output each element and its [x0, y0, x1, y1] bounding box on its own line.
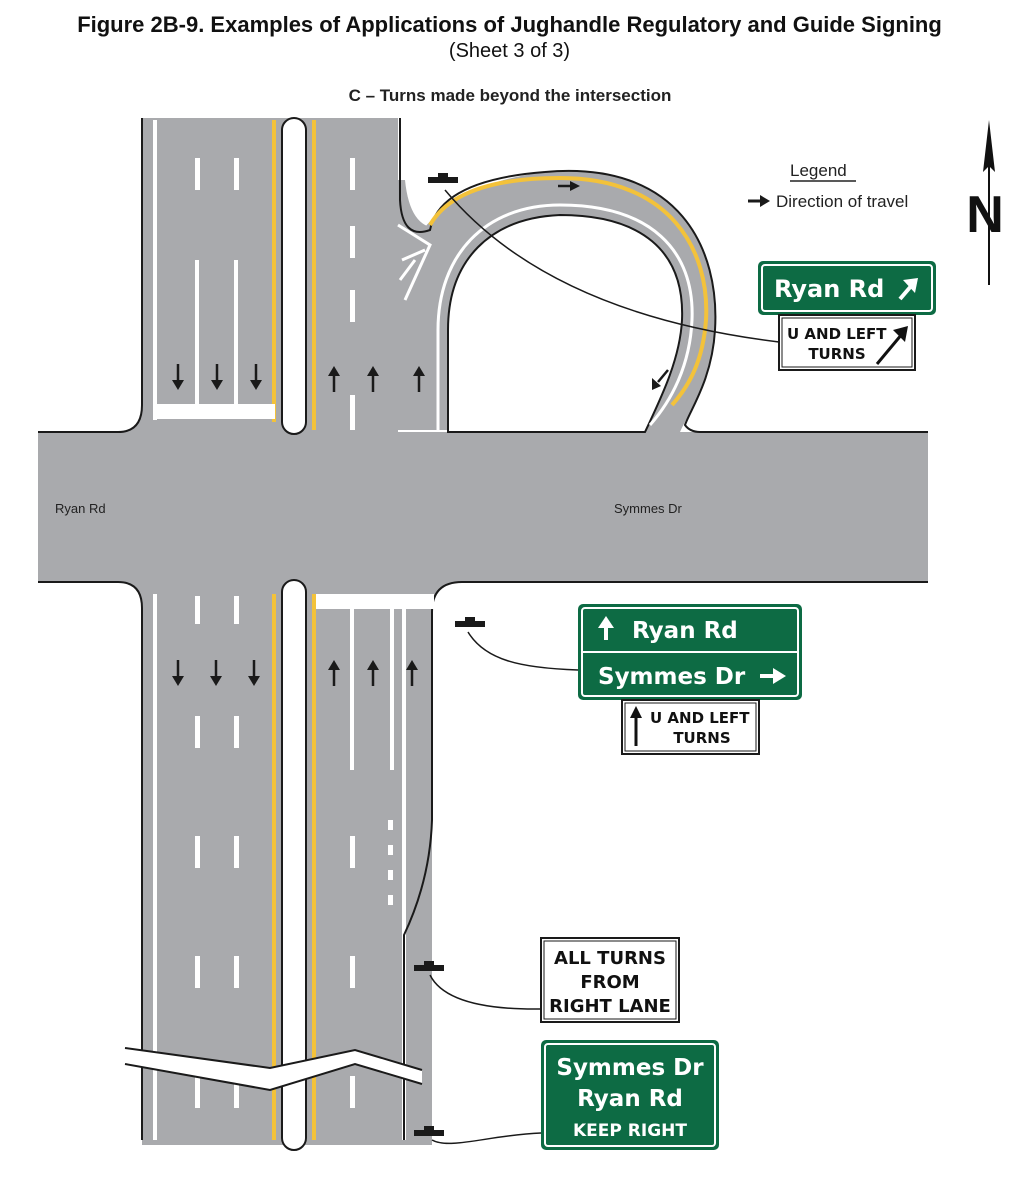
southbound-arrow [210, 660, 222, 686]
jughandle-inner-edge [436, 203, 694, 430]
southbound-arrow [248, 660, 260, 686]
sign-leader-lines [429, 189, 780, 1145]
sign-ryan-rd-jughandle-text: Ryan Rd [774, 275, 884, 303]
legend-heading: Legend [790, 161, 847, 180]
northbound-arrow [328, 366, 340, 392]
up-arrow-icon [598, 616, 614, 640]
diagonal-arrow-icon [875, 326, 908, 365]
corner-nw [118, 405, 142, 432]
loop-merge-area [395, 180, 460, 300]
sign-post-symbol-keep-right [414, 1126, 444, 1136]
lane-arrows [172, 181, 669, 686]
diagram-subtitle: C – Turns made beyond the intersection [349, 86, 672, 105]
loop-travel-arrow [558, 181, 580, 191]
lane-lines [195, 260, 394, 770]
stop-bars [157, 404, 434, 609]
sign-post-symbol-jughandle [428, 173, 458, 183]
north-arrow: N [966, 120, 1004, 285]
plaque-u-and-left-turns-advance: U AND LEFT TURNS [621, 699, 760, 755]
sign-all-turns-line2: FROM [580, 972, 639, 993]
median-island [281, 117, 307, 1151]
cross-street [38, 432, 928, 582]
southbound-arrow [250, 364, 262, 390]
break-line [124, 1047, 423, 1092]
figure-title: Figure 2B-9. Examples of Applications of… [77, 12, 942, 37]
road-label-ryan-rd: Ryan Rd [55, 501, 106, 516]
up-arrow-icon [630, 706, 642, 746]
sign-all-turns-line3: RIGHT LANE [549, 996, 671, 1017]
sign-advance-guide: Ryan Rd Symmes Dr [578, 604, 802, 700]
corner-sw [118, 582, 142, 608]
plaque-jughandle-line1: U AND LEFT [787, 325, 887, 343]
sign-post-symbols [414, 173, 485, 1136]
sign-ryan-rd-jughandle: Ryan Rd [758, 261, 936, 315]
road-label-symmes-dr: Symmes Dr [614, 501, 683, 516]
northbound-arrow [367, 366, 379, 392]
diagonal-arrow-icon [898, 278, 918, 301]
northbound-arrow [406, 660, 418, 686]
sign-all-turns-line1: ALL TURNS [554, 948, 666, 969]
legend: Legend Direction of travel [748, 161, 908, 211]
sign-all-turns-from-right-lane: ALL TURNS FROM RIGHT LANE [540, 937, 680, 1023]
sign-keep-right-line3: KEEP RIGHT [573, 1121, 687, 1141]
plaque-advance-line1: U AND LEFT [650, 709, 750, 727]
plaque-advance-line2: TURNS [673, 729, 730, 747]
legend-arrow-label: Direction of travel [776, 192, 908, 211]
figure-sheet-number: (Sheet 3 of 3) [448, 40, 571, 62]
northbound-arrow [367, 660, 379, 686]
right-arrow-icon [760, 668, 786, 684]
northbound-arrow [413, 366, 425, 392]
gore-area [397, 223, 432, 301]
loop-travel-arrow [652, 369, 669, 390]
plaque-u-and-left-turns-jughandle: U AND LEFT TURNS [778, 314, 916, 371]
sign-advance-line2: Symmes Dr [598, 664, 746, 690]
north-approach [142, 118, 398, 448]
lane-dashes [195, 158, 393, 1108]
southbound-arrow [172, 364, 184, 390]
plaque-jughandle-line2: TURNS [808, 345, 865, 363]
north-arrow-letter: N [966, 186, 1004, 244]
sign-keep-right-line1: Symmes Dr [556, 1055, 704, 1081]
sign-keep-right-line2: Ryan Rd [577, 1086, 683, 1112]
southbound-arrow [172, 660, 184, 686]
northbound-arrow [328, 660, 340, 686]
yellow-lines [272, 120, 709, 1140]
sign-advance-line1: Ryan Rd [632, 618, 738, 644]
sign-post-symbol-all-turns [414, 961, 444, 971]
corner-se [432, 582, 462, 612]
sign-post-symbol-advance [455, 617, 485, 627]
sign-keep-right: Symmes Dr Ryan Rd KEEP RIGHT [541, 1040, 719, 1150]
southbound-arrow [211, 364, 223, 390]
